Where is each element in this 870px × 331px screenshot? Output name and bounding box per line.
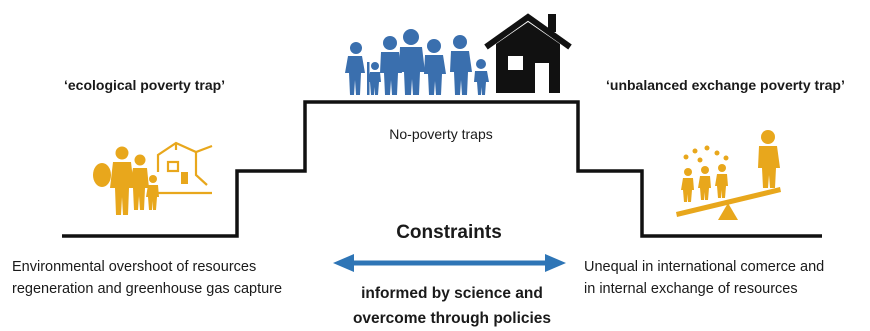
constraints-label: Constraints [396,222,502,243]
family-icon [345,29,489,95]
family-with-ruined-house-icon [93,141,213,215]
right-description-line-2: in internal exchange of resources [584,281,798,297]
no-poverty-label: No-poverty traps [389,126,493,142]
informed-line-1: informed by science and [361,285,543,302]
right-description-line-1: Unequal in international comerce and [584,259,825,275]
left-description-line-1: Environmental overshoot of resources [12,259,257,275]
informed-line-2: overcome through policies [352,310,552,327]
informed-caption: informed by science and overcome through… [353,281,551,331]
ecological-trap-title: ‘ecological poverty trap’ [64,77,226,93]
house-icon [484,13,572,93]
left-description: Environmental overshoot of resources reg… [12,256,282,300]
double-arrow [333,254,566,272]
unbalanced-trap-title: ‘unbalanced exchange poverty trap’ [606,77,845,93]
left-description-line-2: regeneration and greenhouse gas capture [12,281,283,297]
unbalanced-scale-people-icon [676,130,781,220]
staircase-line [62,100,822,238]
right-description: Unequal in international comerce and in … [584,256,824,300]
